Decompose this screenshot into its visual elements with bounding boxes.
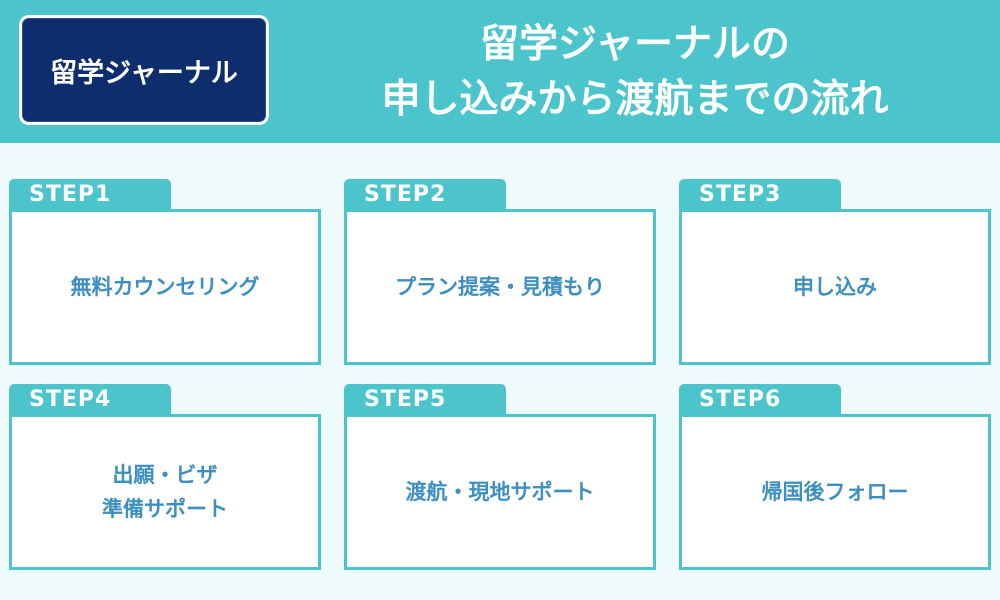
step-box-4: 出願・ビザ 準備サポート: [9, 414, 321, 570]
step-card-3: STEP3 申し込み: [679, 179, 991, 369]
step-card-4: STEP4 出願・ビザ 準備サポート: [9, 384, 321, 574]
page-title-line-1: 留学ジャーナルの: [479, 22, 791, 67]
step-tab-4: STEP4: [9, 384, 171, 416]
step-5-text: 渡航・現地サポート: [405, 480, 595, 504]
logo: 留学ジャーナル: [19, 15, 269, 125]
step-card-6: STEP6 帰国後フォロー: [679, 384, 991, 574]
step-tab-2: STEP2: [344, 179, 506, 211]
step-4-text-line-1: 出願・ビザ: [112, 463, 218, 487]
header-banner: 留学ジャーナル 留学ジャーナルの 申し込みから渡航までの流れ: [0, 0, 1000, 143]
step-3-text: 申し込み: [793, 275, 877, 299]
step-tab-3: STEP3: [679, 179, 841, 211]
page-title-line-2: 申し込みから渡航までの流れ: [381, 77, 889, 122]
step-box-2: プラン提案・見積もり: [344, 209, 656, 365]
step-card-5: STEP5 渡航・現地サポート: [344, 384, 656, 574]
step-box-3: 申し込み: [679, 209, 991, 365]
step-box-6: 帰国後フォロー: [679, 414, 991, 570]
logo-text: 留学ジャーナル: [50, 57, 238, 89]
step-tab-6: STEP6: [679, 384, 841, 416]
step-card-2: STEP2 プラン提案・見積もり: [344, 179, 656, 369]
step-4-text-line-2: 準備サポート: [102, 497, 228, 521]
step-tab-5: STEP5: [344, 384, 506, 416]
step-tab-1: STEP1: [9, 179, 171, 211]
page-title: 留学ジャーナルの 申し込みから渡航までの流れ: [290, 14, 980, 130]
step-box-5: 渡航・現地サポート: [344, 414, 656, 570]
step-6-text: 帰国後フォロー: [761, 480, 909, 504]
step-box-1: 無料カウンセリング: [9, 209, 321, 365]
step-card-1: STEP1 無料カウンセリング: [9, 179, 321, 369]
step-1-text: 無料カウンセリング: [70, 275, 260, 299]
step-2-text: プラン提案・見積もり: [395, 275, 605, 299]
